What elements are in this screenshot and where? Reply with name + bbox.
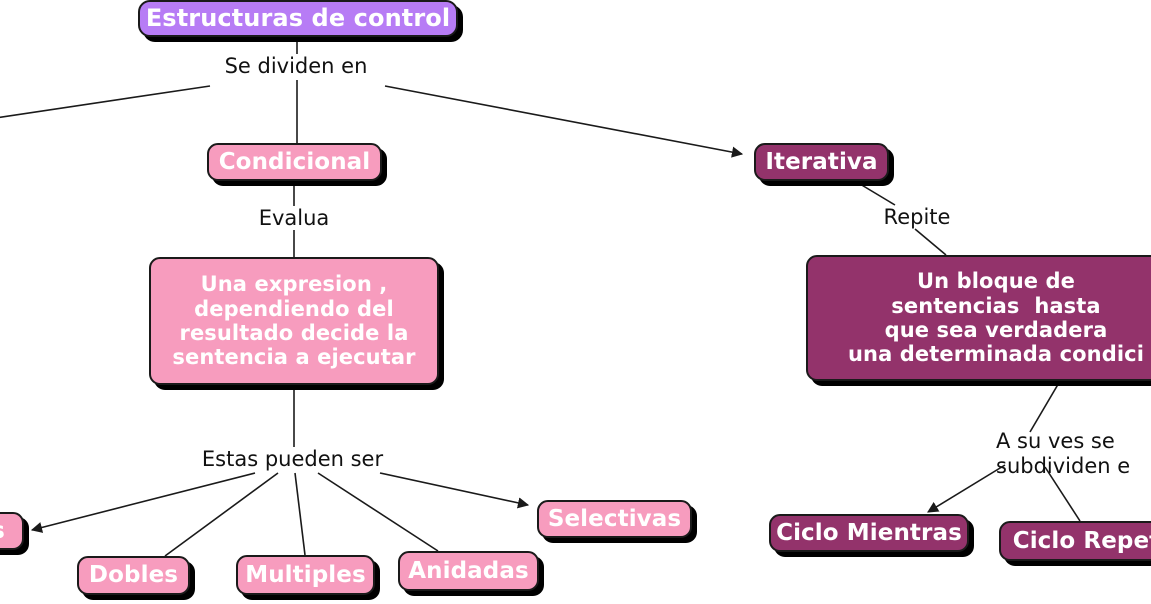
node-ciclo-mientras[interactable]: Ciclo Mientras bbox=[769, 514, 969, 552]
edge-pueden-to-multiples bbox=[294, 472, 306, 556]
edge-divided-to-iterativa bbox=[384, 85, 744, 158]
node-anidadas[interactable]: Anidadas bbox=[398, 551, 539, 591]
node-dobles[interactable]: Dobles bbox=[77, 556, 190, 595]
edge-divided-to-left bbox=[0, 85, 211, 119]
node-estructuras-de-control[interactable]: Estructuras de control bbox=[138, 0, 458, 37]
node-selectivas[interactable]: Selectivas bbox=[537, 500, 692, 538]
edge-subdividen-to-ciclo-mientras bbox=[927, 464, 1006, 513]
edge-bloque-to-subdividen bbox=[1029, 380, 1061, 433]
edge-iterativa-to-repite bbox=[854, 180, 896, 206]
edge-pueden-to-anidadas bbox=[317, 472, 439, 552]
node-multiples[interactable]: Multiples bbox=[236, 555, 375, 595]
edge-pueden-to-simples bbox=[30, 472, 256, 533]
edge-label-evalua: Evalua bbox=[258, 206, 330, 230]
node-ciclo-repetir[interactable]: Ciclo Repet bbox=[999, 521, 1151, 561]
node-iterativa[interactable]: Iterativa bbox=[754, 143, 889, 181]
edge-label-estas-pueden-ser: Estas pueden ser bbox=[201, 447, 384, 471]
edge-pueden-to-dobles bbox=[164, 472, 279, 557]
edge-repite-to-bloque bbox=[914, 228, 947, 256]
edge-label-se-dividen-en: Se dividen en bbox=[224, 54, 368, 78]
node-condicional[interactable]: Condicional bbox=[207, 143, 382, 181]
node-simples[interactable]: s bbox=[0, 512, 24, 550]
edge-pueden-to-selectivas bbox=[379, 472, 530, 509]
node-una-expresion[interactable]: Una expresion , dependiendo del resultad… bbox=[149, 257, 439, 385]
edge-label-a-su-ves-se-subdividen: A su ves se subdividen e bbox=[996, 429, 1131, 479]
edge-label-repite: Repite bbox=[883, 205, 951, 229]
node-un-bloque-de-sentencias[interactable]: Un bloque de sentencias hasta que sea ve… bbox=[806, 255, 1151, 381]
